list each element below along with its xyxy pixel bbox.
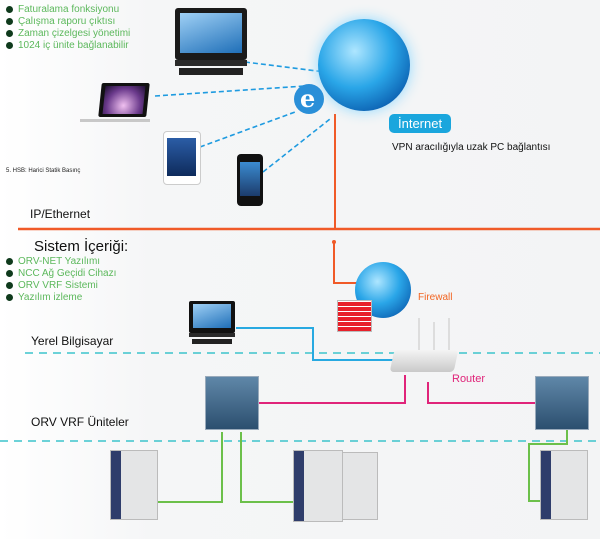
router-icon [389, 318, 460, 380]
internet-globe-icon [318, 19, 410, 111]
internet-badge: İnternet [389, 114, 452, 133]
bullet-icon [6, 42, 13, 49]
router-to-gateway-left [256, 375, 406, 404]
smartphone-icon [237, 154, 263, 206]
tablet-icon [163, 131, 201, 185]
router-label: Router [452, 373, 486, 385]
bullet-icon [6, 282, 13, 289]
local-computer-icon [188, 301, 236, 347]
bullet-icon [6, 6, 13, 13]
browser-e-icon: e [290, 80, 330, 118]
ethernet-to-firewall [333, 242, 357, 284]
outdoor-unit-icon [342, 452, 378, 520]
vpn-description: VPN aracılığıyla uzak PC bağlantısı [392, 142, 551, 153]
bullet-icon [6, 270, 13, 277]
gateway-to-unit-2 [240, 432, 294, 503]
desktop-computer-icon [173, 8, 249, 76]
layer-label-local-pc: Yerel Bilgisayar [31, 334, 114, 348]
system-contents-list: ORV-NET Yazılımı NCC Ağ Geçidi Cihazı OR… [4, 256, 116, 304]
bullet-icon [6, 258, 13, 265]
feature-list: Faturalama fonksiyonu Çalışma raporu çık… [4, 4, 130, 52]
gateway-to-unit-3 [528, 430, 568, 502]
link-tablet-internet [199, 111, 296, 148]
outdoor-unit-icon [293, 450, 343, 522]
system-item: Yazılım izleme [4, 292, 116, 304]
feature-item: Zaman çizelgesi yönetimi [4, 28, 130, 40]
layer-label-ip-ethernet: IP/Ethernet [30, 207, 91, 221]
outdoor-unit-icon [110, 450, 158, 520]
feature-item: Faturalama fonksiyonu [4, 4, 130, 16]
footnote: 5. HSB: Harici Statik Basınç [6, 168, 81, 174]
bullet-icon [6, 294, 13, 301]
outdoor-unit-icon [540, 450, 588, 520]
gateway-device-left-icon [205, 376, 259, 430]
system-contents-title: Sistem İçeriği: [34, 238, 129, 255]
bullet-icon [6, 18, 13, 25]
system-item: ORV VRF Sistemi [4, 280, 116, 292]
layer-label-vrf-units: ORV VRF Üniteler [31, 415, 129, 429]
feature-item: Çalışma raporu çıktısı [4, 16, 130, 28]
gateway-to-unit-1 [157, 432, 223, 503]
system-item: NCC Ağ Geçidi Cihazı [4, 268, 116, 280]
feature-item: 1024 iç ünite bağlanabilir [4, 40, 130, 52]
link-phone-internet [262, 118, 331, 173]
lan-pc-router [236, 327, 393, 361]
router-to-gateway-right [427, 382, 536, 404]
link-laptop-internet [154, 85, 306, 97]
system-item: ORV-NET Yazılımı [4, 256, 116, 268]
firewall-label: Firewall [418, 292, 453, 303]
gateway-device-right-icon [535, 376, 589, 430]
link-desktop-internet [244, 61, 326, 73]
laptop-icon [80, 83, 156, 125]
firewall-brick-icon [337, 300, 372, 332]
bullet-icon [6, 30, 13, 37]
